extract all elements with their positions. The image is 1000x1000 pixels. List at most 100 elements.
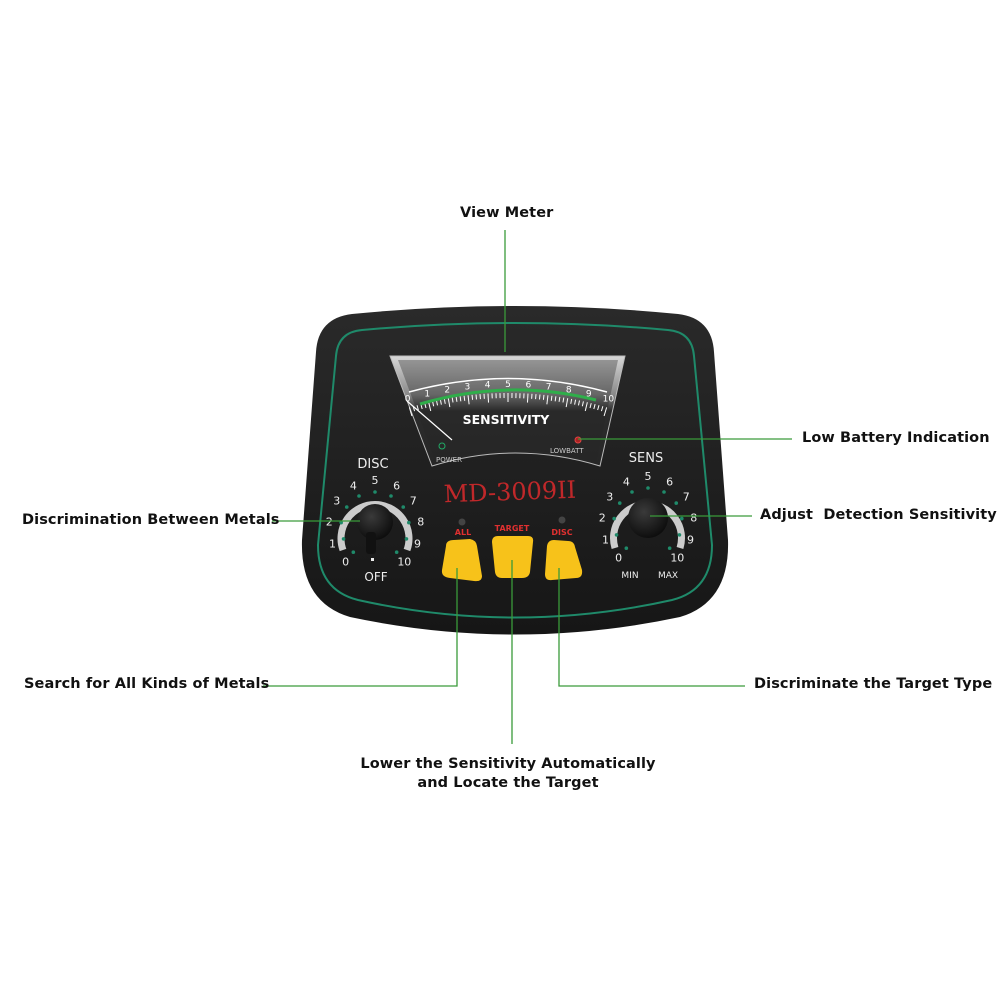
callout-lower-line1: Lower the Sensitivity Automatically [360, 756, 656, 772]
disc-scale-number: 5 [372, 474, 379, 487]
disc-scale-number: 10 [397, 555, 411, 568]
sens-scale-number: 3 [606, 490, 613, 503]
power-led [438, 442, 446, 450]
callout-adjust-sensitivity: Adjust Detection Sensitivity [760, 507, 997, 523]
target-button[interactable] [492, 536, 534, 578]
disc-off-label: OFF [364, 570, 387, 584]
callout-view-meter: View Meter [460, 205, 554, 221]
meter-green-arc [419, 388, 597, 406]
sens-scale-number: 4 [623, 475, 630, 488]
callout-discriminate-target: Discriminate the Target Type [754, 676, 993, 692]
low-battery-led [574, 436, 582, 444]
all-button[interactable] [441, 539, 482, 582]
model-name: MD-3009II [443, 476, 576, 509]
meter-tick [603, 407, 608, 417]
meter-scale-number: 4 [485, 381, 491, 391]
disc-scale-dot [344, 505, 349, 509]
sens-scale-dot [662, 490, 666, 494]
meter-scale-number: 8 [566, 385, 572, 395]
sens-scale-dot [612, 516, 616, 521]
meter-tick [455, 396, 458, 402]
meter-tick [562, 397, 565, 403]
disc-scale-number: 2 [326, 515, 333, 528]
meter-scale-number: 3 [465, 382, 471, 392]
sens-scale-dot [677, 533, 682, 537]
disc-scale-number: 0 [342, 555, 349, 568]
meter-scale-number: 1 [424, 389, 430, 399]
leader-lines [263, 230, 792, 744]
sens-min-label: MIN [621, 571, 638, 581]
lowbatt-label: LOWBATT [550, 447, 584, 455]
sens-scale-number: 10 [670, 551, 684, 564]
sens-knob [628, 498, 668, 538]
sens-scale-dot [614, 533, 619, 537]
meter-tick [428, 402, 432, 412]
sens-scale-number: 6 [666, 475, 673, 488]
disc-knob-title: DISC [357, 457, 388, 472]
callout-search-all: Search for All Kinds of Metals [24, 676, 270, 692]
disc-knob [357, 504, 393, 540]
meter-title: SENSITIVITY [463, 412, 551, 427]
sens-scale-dot [630, 490, 634, 494]
sens-scale-number: 2 [599, 511, 606, 524]
sens-scale-number: 7 [683, 490, 690, 503]
meter-scale-number: 5 [505, 380, 511, 390]
callout-lower-sensitivity: Lower the Sensitivity Automatically and … [358, 755, 658, 793]
meter-tick [432, 401, 435, 407]
meter-scale-number: 2 [444, 385, 450, 395]
sens-scale-number: 5 [645, 470, 652, 483]
power-label: POWER [436, 456, 462, 464]
meter-tick [439, 399, 442, 405]
disc-scale-dot [351, 550, 356, 554]
meter-tick [600, 406, 604, 412]
sens-scale-dot [646, 486, 650, 490]
disc-scale-dot [357, 494, 361, 498]
meter-tick [565, 398, 569, 408]
meter-tick [459, 396, 462, 402]
disc-scale-dot [389, 494, 393, 498]
disc-scale-dot [394, 550, 399, 554]
sens-scale-dot [617, 501, 622, 505]
meter-tick [443, 398, 446, 404]
meter-tick [487, 393, 490, 403]
meter-tick [451, 397, 454, 403]
meter-tick [416, 405, 419, 411]
device-trim [316, 322, 714, 619]
disc-scale-number: 9 [414, 537, 421, 550]
meter-tick [581, 401, 584, 407]
meter-tick [577, 400, 581, 406]
meter-tick [558, 396, 561, 402]
meter-tick [597, 405, 600, 411]
meter-tick [550, 395, 553, 401]
meter-tick [570, 398, 573, 404]
sens-scale-dot [674, 501, 679, 505]
disc-scale-dot [341, 537, 346, 541]
disc-button-label: DISC [551, 528, 572, 537]
meter-needle [406, 400, 453, 441]
meter-tick [463, 395, 466, 401]
disc-scale-dot [401, 505, 406, 509]
disc-scale-number: 7 [410, 494, 417, 507]
meter-tick [542, 394, 545, 400]
meter-tick [467, 395, 470, 405]
disc-scale-number: 8 [417, 515, 424, 528]
disc-scale-number: 4 [350, 479, 357, 492]
sens-scale-dot [667, 546, 672, 550]
meter-tick [589, 403, 592, 409]
callout-lower-line2: and Locate the Target [417, 775, 599, 791]
sens-scale-dot [680, 516, 684, 521]
sens-knob-title: SENS [629, 451, 663, 466]
meter-tick [546, 395, 549, 405]
meter-scale-number: 9 [586, 389, 592, 399]
meter-tick [435, 400, 439, 406]
meter-scale-number: 6 [525, 381, 531, 391]
meter-tick [526, 393, 529, 403]
callout-low-battery: Low Battery Indication [802, 430, 990, 446]
disc-scale-dot [404, 537, 409, 541]
sens-scale-number: 0 [615, 551, 622, 564]
all-button-label: ALL [455, 528, 471, 537]
disc-button[interactable] [545, 540, 583, 581]
disc-scale-number: 6 [393, 479, 400, 492]
meter-tick [554, 396, 557, 402]
